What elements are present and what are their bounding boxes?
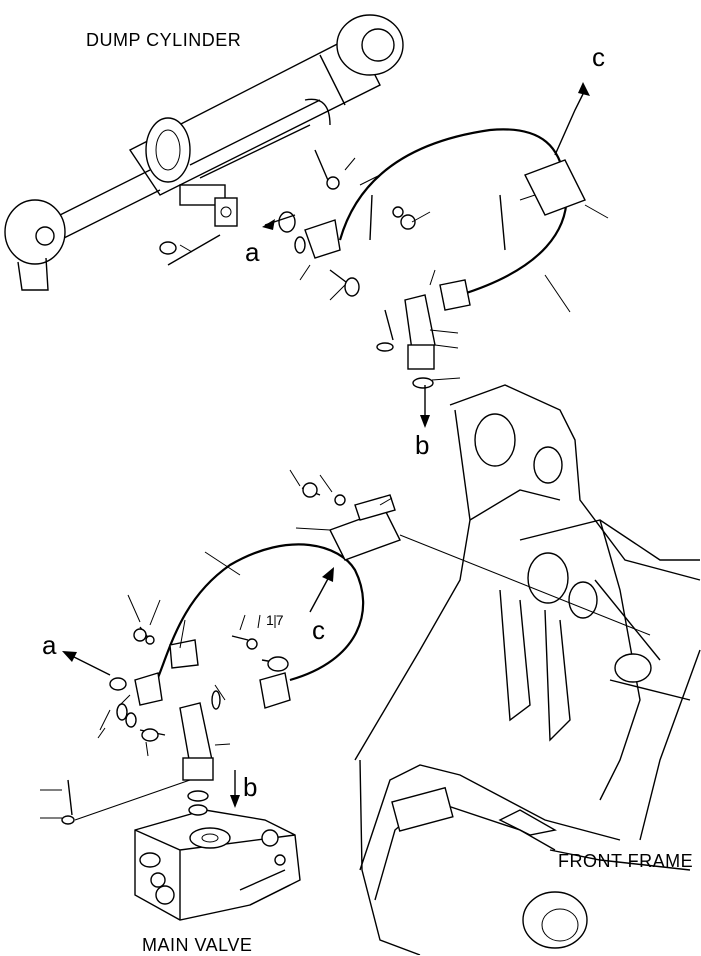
arrow-label-c-top: c	[592, 42, 606, 72]
callout-17: 17	[266, 612, 286, 628]
dump-cylinder-label: DUMP CYLINDER	[86, 30, 242, 50]
arrow-label-a-bottom: a	[42, 630, 57, 660]
upper-hose-assembly	[159, 82, 609, 428]
front-frame-label: FRONT FRAME	[558, 851, 694, 871]
arrow-label-b-top: b	[415, 430, 430, 460]
arrow-label-a-top: a	[245, 237, 260, 267]
arrow-label-c-bottom: c	[312, 615, 326, 645]
arrow-label-b-bottom: b	[243, 772, 258, 802]
dump-cylinder-drawing	[4, 14, 404, 291]
main-valve-drawing	[134, 804, 301, 921]
main-valve-label: MAIN VALVE	[142, 935, 253, 955]
lower-hose-assembly	[40, 469, 651, 825]
